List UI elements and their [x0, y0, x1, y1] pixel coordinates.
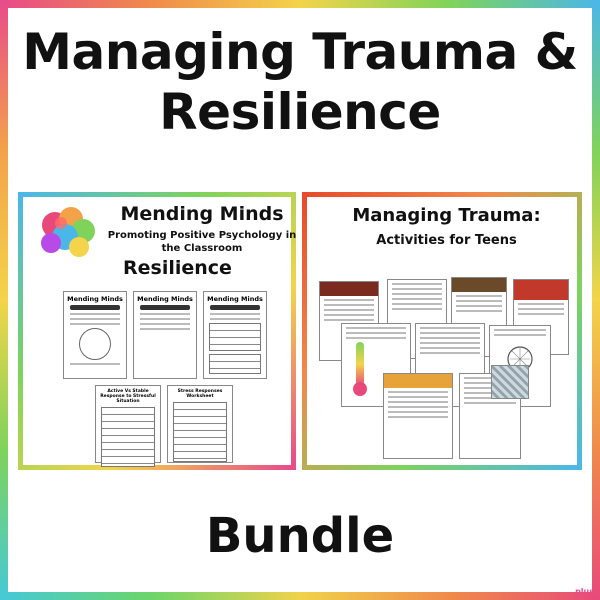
mending-minds-card[interactable]: Mending Minds Promoting Positive Psychol…	[18, 192, 296, 470]
brand-title: Mending Minds	[120, 203, 284, 225]
page-header-bar	[384, 374, 452, 388]
worksheet-title: Mending Minds	[67, 295, 123, 303]
page-photo	[452, 278, 506, 292]
frame-top-edge	[0, 0, 600, 8]
worksheet-title: Mending Minds	[207, 295, 263, 303]
worksheet-tag-bar	[210, 305, 260, 310]
worksheet-table	[173, 402, 227, 462]
worksheet-table	[209, 354, 261, 374]
page-title: Managing Trauma & Resilience	[20, 22, 580, 142]
worksheet-tag-bar	[70, 305, 120, 310]
worksheet-preview-2: Mending Minds	[133, 291, 197, 379]
worksheet-preview-3: Mending Minds	[203, 291, 267, 379]
page-photo	[514, 280, 568, 300]
worksheet-tag-bar	[140, 305, 190, 310]
worksheet-title: Active Vs Stable Response to Stressful S…	[100, 389, 156, 404]
page-header-bar	[320, 282, 378, 296]
frame-bottom-edge	[0, 592, 600, 600]
worksheet-title: Mending Minds	[137, 295, 193, 303]
plus-logo: plus	[575, 587, 594, 596]
worksheet-preview-5: Stress Responses Worksheet	[167, 385, 233, 463]
thermometer-icon	[356, 342, 364, 386]
topic-title: Resilience	[123, 257, 232, 279]
frame-right-edge	[592, 0, 600, 600]
bundle-title: Bundle	[205, 508, 395, 564]
product-title: Managing Trauma:	[352, 205, 541, 226]
worksheet-table	[209, 323, 261, 351]
thoughts-attention-page	[383, 373, 453, 459]
photo-thumbnail	[491, 365, 529, 399]
brand-subtitle: Promoting Positive Psychology in the Cla…	[107, 230, 297, 254]
title-line-1: Managing Trauma &	[22, 23, 578, 81]
frame-left-edge	[0, 0, 8, 600]
title-line-2: Resilience	[159, 83, 441, 141]
worksheet-title: Stress Responses Worksheet	[177, 389, 223, 399]
worksheet-preview-1: Mending Minds	[63, 291, 127, 379]
worksheet-preview-4: Active Vs Stable Response to Stressful S…	[95, 385, 161, 467]
product-subtitle: Activities for Teens	[376, 233, 517, 248]
diagram-circle	[79, 328, 111, 360]
worksheet-table	[101, 407, 155, 467]
colorful-brain-icon	[41, 207, 95, 257]
thermometer-bulb	[353, 382, 367, 396]
managing-trauma-card[interactable]: Managing Trauma: Activities for Teens	[302, 192, 582, 470]
